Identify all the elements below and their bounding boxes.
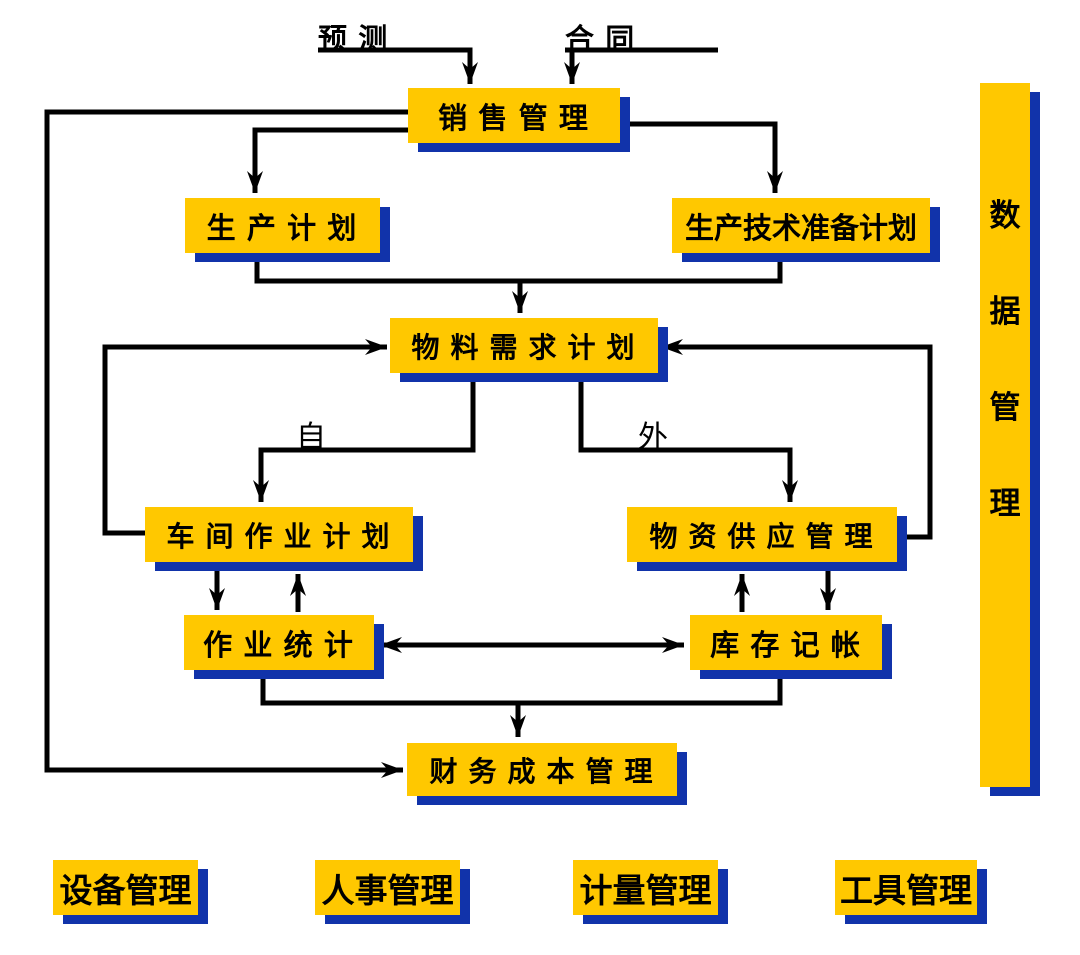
node-material-supply-management: 物 资 供 应 管 理: [627, 507, 897, 562]
node-production-plan: 生 产 计 划: [185, 198, 380, 253]
label-internal: 自: [296, 421, 326, 454]
node-personnel-management: 人事管理: [315, 860, 460, 915]
node-sales-management: 销 售 管 理: [408, 88, 620, 143]
label-forecast: 预 测: [318, 24, 390, 56]
label-external: 外: [638, 421, 668, 454]
node-shop-floor-plan: 车 间 作 业 计 划: [145, 507, 413, 562]
node-finance-cost-management: 财 务 成 本 管 理: [407, 743, 677, 796]
node-inventory-accounting: 库 存 记 帐: [690, 615, 882, 670]
node-tool-management: 工具管理: [835, 860, 977, 915]
node-data-management: 数据管理: [980, 83, 1030, 787]
node-job-statistics: 作 业 统 计: [184, 615, 374, 670]
node-metrology-management: 计量管理: [573, 860, 718, 915]
label-contract: 合 同: [565, 24, 637, 56]
node-tech-prep-plan: 生产技术准备计划: [672, 198, 930, 253]
node-material-requirements-plan: 物 料 需 求 计 划: [390, 318, 658, 373]
node-equipment-management: 设备管理: [53, 860, 198, 915]
